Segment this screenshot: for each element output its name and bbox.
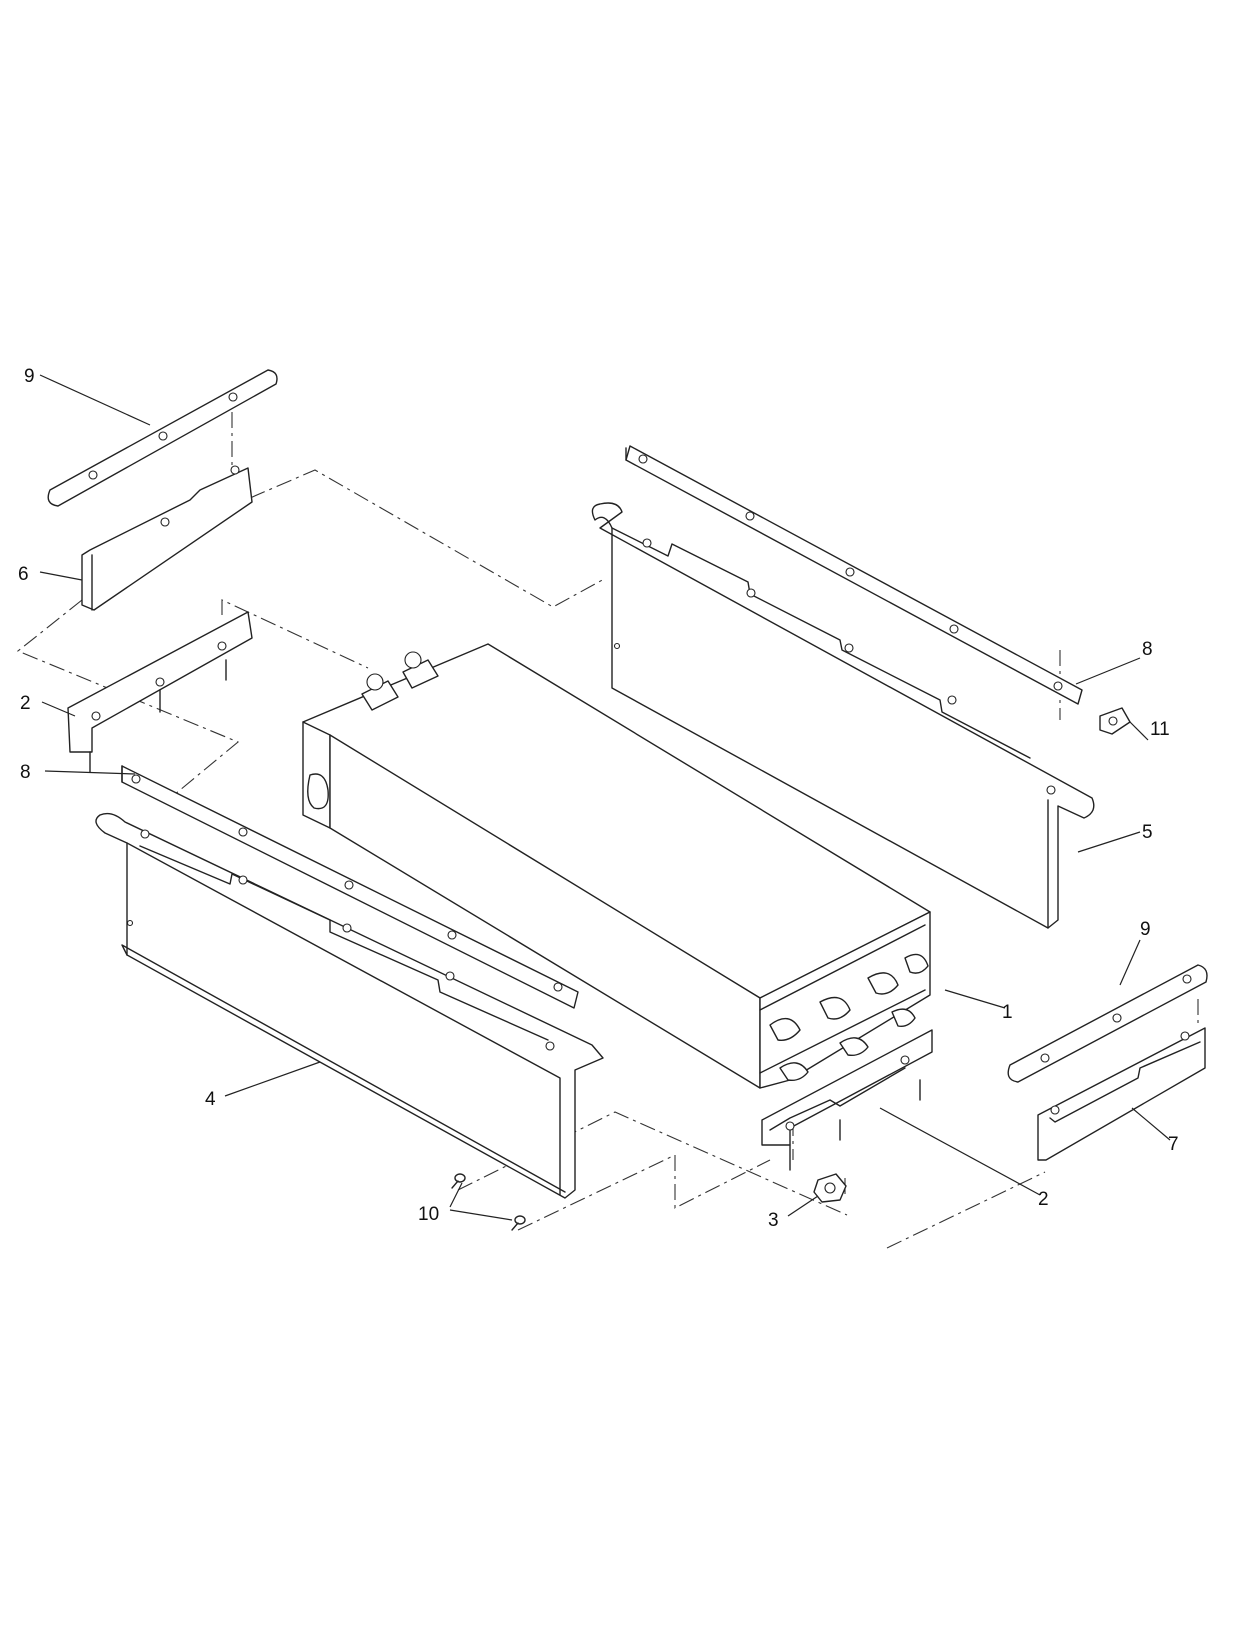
part-10-screws	[451, 1173, 526, 1231]
callout-9-top: 9	[24, 366, 35, 387]
callout-10: 10	[418, 1204, 439, 1225]
callout-2-upper: 2	[20, 693, 31, 714]
callout-7: 7	[1168, 1134, 1179, 1155]
callout-8-front: 8	[20, 762, 31, 783]
part-3-nut	[813, 1173, 847, 1203]
callout-5: 5	[1142, 822, 1153, 843]
part-11-clip-nut	[1099, 707, 1131, 735]
part-4-front-bracket	[95, 812, 604, 1199]
callout-9-right: 9	[1140, 919, 1151, 940]
part-8-front-strip	[121, 765, 579, 1009]
callout-11: 11	[1150, 719, 1170, 740]
callout-4: 4	[205, 1089, 216, 1110]
callout-1: 1	[1002, 1002, 1013, 1023]
part-1-evaporator-coil	[302, 643, 931, 1089]
callout-leaders	[39, 374, 1171, 1221]
part-7-side-bracket	[1037, 1027, 1206, 1161]
callout-2-lower: 2	[1038, 1189, 1049, 1210]
part-9-strip-right	[1007, 964, 1208, 1083]
part-2-upper-bracket	[67, 611, 253, 773]
callout-labels: 9 6 2 8 4 10 3 2 7 9 1 5 11 8	[18, 366, 1179, 1231]
part-9-strip-top	[47, 369, 278, 507]
part-6-side-bracket	[81, 465, 253, 611]
part-2-lower-bracket	[761, 1029, 933, 1171]
part-5-rear-bracket	[591, 502, 1095, 929]
callout-3: 3	[768, 1210, 779, 1231]
callout-6: 6	[18, 564, 29, 585]
callout-8-rear: 8	[1142, 639, 1153, 660]
part-8-rear-strip	[625, 445, 1083, 705]
